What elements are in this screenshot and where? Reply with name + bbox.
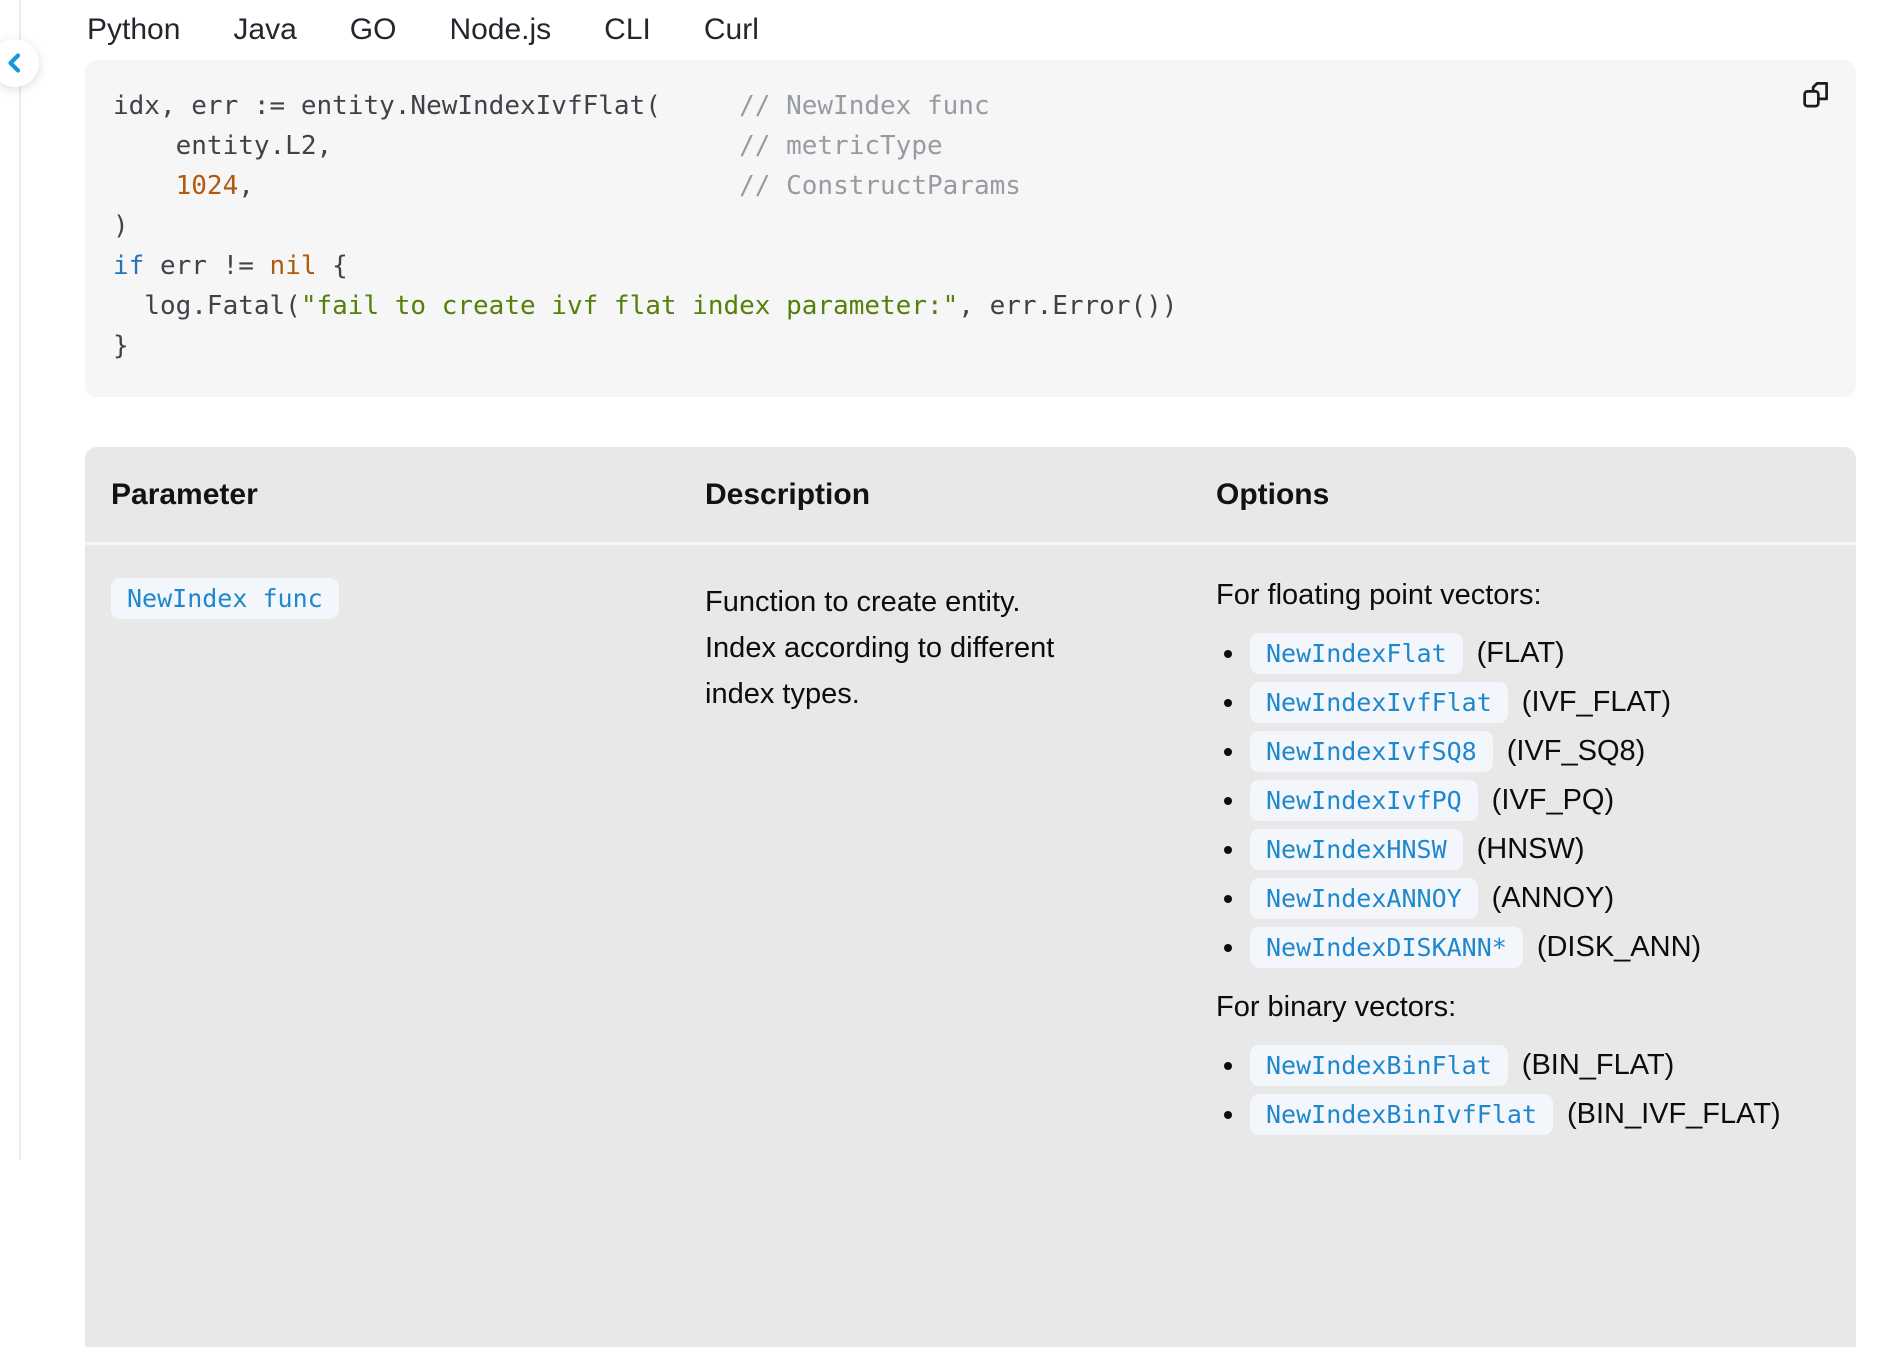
options-list: NewIndexFlat (FLAT) NewIndexIvfFlat (IVF_FL… <box>1216 633 1856 968</box>
option-item: NewIndexFlat (FLAT) <box>1216 633 1856 674</box>
copy-code-button[interactable] <box>1798 78 1832 112</box>
tab-cli[interactable]: CLI <box>604 13 651 46</box>
code-token-plain: ) <box>113 211 129 241</box>
collapse-sidebar-button[interactable] <box>0 39 39 87</box>
code-token-comment: // NewIndex func <box>739 91 990 121</box>
bullet-icon <box>1224 943 1232 952</box>
code-token-plain <box>113 171 176 201</box>
code-token-plain: , err.Error()) <box>958 291 1178 321</box>
copy-icon <box>1800 80 1831 111</box>
bullet-icon <box>1224 747 1232 756</box>
option-item: NewIndexBinIvfFlat (BIN_IVF_FLAT) <box>1216 1094 1856 1135</box>
code-token-plain: err != <box>144 251 270 281</box>
inline-code-badge: NewIndexBinFlat <box>1250 1045 1508 1086</box>
code-token-num: 1024 <box>175 171 239 201</box>
column-header-parameter: Parameter <box>111 477 258 511</box>
option-label: (BIN_FLAT) <box>1521 1049 1675 1081</box>
code-snippet: idx, err := entity.NewIndexIvfFlat( // N… <box>113 86 1828 366</box>
table-header-row: Parameter Description Options <box>85 447 1856 545</box>
bullet-icon <box>1224 894 1232 903</box>
option-label: (HNSW) <box>1476 833 1585 865</box>
parameter-table: Parameter Description Options NewIndex f… <box>85 447 1856 1347</box>
option-item: NewIndexBinFlat (BIN_FLAT) <box>1216 1045 1856 1086</box>
inline-code-badge: NewIndexDISKANN* <box>1250 927 1523 968</box>
bullet-icon <box>1224 1110 1232 1119</box>
code-token-plain: entity.L2, <box>113 131 740 161</box>
page-left-divider <box>19 0 21 1160</box>
code-token-comment: // ConstructParams <box>739 171 1021 201</box>
inline-code-badge: NewIndexIvfSQ8 <box>1250 731 1493 772</box>
inline-code-badge: NewIndex func <box>111 578 339 619</box>
bullet-icon <box>1224 845 1232 854</box>
option-label: (IVF_SQ8) <box>1506 735 1646 767</box>
inline-code-badge: NewIndexBinIvfFlat <box>1250 1094 1553 1135</box>
inline-code-badge: NewIndexIvfFlat <box>1250 682 1508 723</box>
tab-nodejs[interactable]: Node.js <box>449 13 552 46</box>
options-list: NewIndexBinFlat (BIN_FLAT) NewIndexBinIvfF… <box>1216 1045 1856 1135</box>
code-token-kw: if <box>113 251 145 281</box>
option-item: NewIndexDISKANN* (DISK_ANN) <box>1216 927 1856 968</box>
cell-parameter: NewIndex func <box>111 578 705 1143</box>
inline-code-badge: NewIndexIvfPQ <box>1250 780 1478 821</box>
table-row: NewIndex func Function to create entity.… <box>85 545 1856 1143</box>
option-item: NewIndexIvfPQ (IVF_PQ) <box>1216 780 1856 821</box>
option-label: (DISK_ANN) <box>1536 931 1702 963</box>
code-token-comment: // metricType <box>739 131 943 161</box>
option-label: (BIN_IVF_FLAT) <box>1566 1098 1781 1130</box>
column-header-description: Description <box>705 477 871 511</box>
bullet-icon <box>1224 649 1232 658</box>
inline-code-badge: NewIndexANNOY <box>1250 878 1478 919</box>
doc-content: Python Java GO Node.js CLI Curl idx, err := e… <box>85 0 1856 1347</box>
options-group-heading: For floating point vectors: <box>1216 579 1542 611</box>
bullet-icon <box>1224 698 1232 707</box>
bullet-icon <box>1224 1061 1232 1070</box>
code-block: idx, err := entity.NewIndexIvfFlat( // N… <box>85 60 1856 397</box>
code-token-plain: log.Fatal( <box>113 291 301 321</box>
cell-description: Function to create entity. Index accordi… <box>705 578 1216 1143</box>
tab-curl[interactable]: Curl <box>703 13 759 46</box>
option-label: (FLAT) <box>1476 637 1565 669</box>
tab-java[interactable]: Java <box>233 13 297 46</box>
option-item: NewIndexHNSW (HNSW) <box>1216 829 1856 870</box>
inline-code-badge: NewIndexFlat <box>1250 633 1463 674</box>
option-item: NewIndexANNOY (ANNOY) <box>1216 878 1856 919</box>
code-token-plain: idx, err := entity.NewIndexIvfFlat( <box>113 91 740 121</box>
option-label: (ANNOY) <box>1491 882 1615 914</box>
column-header-options: Options <box>1216 477 1330 511</box>
code-token-num: nil <box>269 251 317 281</box>
cell-options: For floating point vectors: NewIndexFlat (… <box>1216 578 1856 1143</box>
code-token-plain: { <box>316 251 348 281</box>
tab-go[interactable]: GO <box>349 13 397 46</box>
code-token-str: "fail to create ivf flat index parameter… <box>300 291 959 321</box>
options-group-heading: For binary vectors: <box>1216 991 1457 1023</box>
option-item: NewIndexIvfSQ8 (IVF_SQ8) <box>1216 731 1856 772</box>
inline-code-badge: NewIndexHNSW <box>1250 829 1463 870</box>
code-token-plain: } <box>113 331 129 361</box>
option-item: NewIndexIvfFlat (IVF_FLAT) <box>1216 682 1856 723</box>
description-text: Function to create entity. Index accordi… <box>705 586 1055 710</box>
bullet-icon <box>1224 796 1232 805</box>
language-tab-bar: Python Java GO Node.js CLI Curl <box>85 0 1856 60</box>
option-label: (IVF_PQ) <box>1491 784 1615 816</box>
option-label: (IVF_FLAT) <box>1521 686 1672 718</box>
tab-python[interactable]: Python <box>87 13 181 46</box>
chevron-left-icon <box>3 51 27 75</box>
code-token-plain: , <box>238 171 740 201</box>
